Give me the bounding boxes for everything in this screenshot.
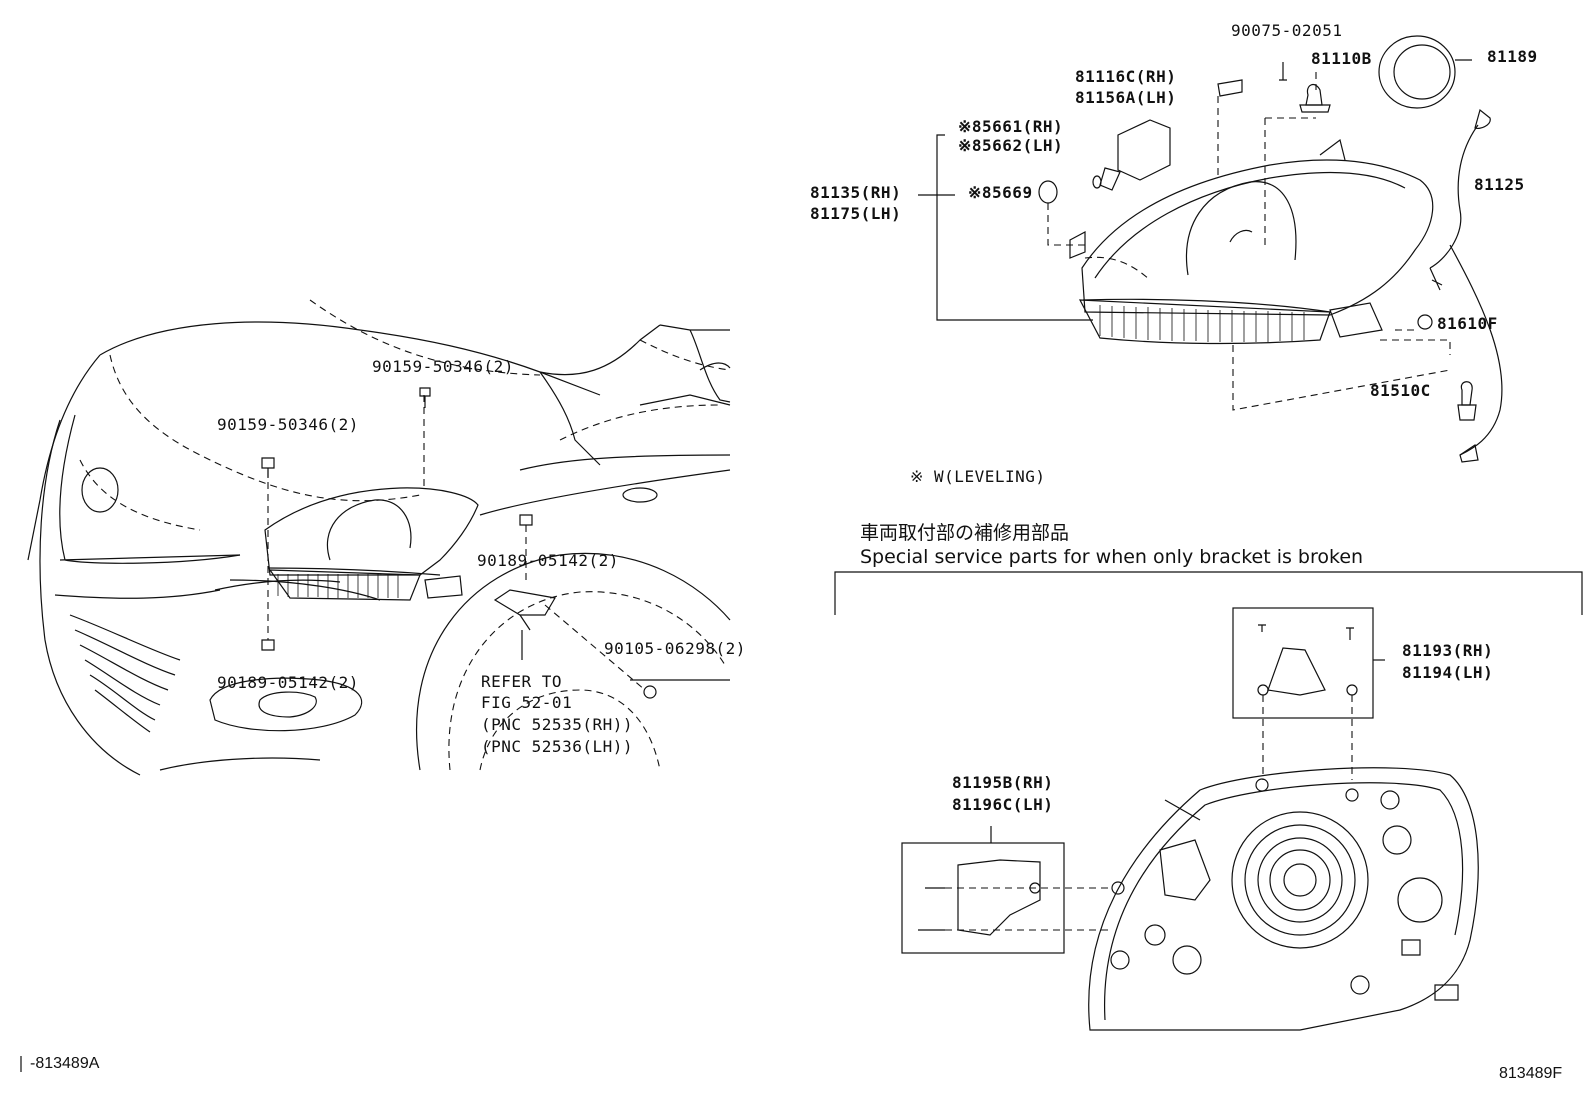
label-81193: 81193(RH) (1402, 641, 1494, 660)
legend-leveling: ※ W(LEVELING) (910, 467, 1046, 486)
figure-id-right: 813489F (1499, 1065, 1563, 1082)
label-81125: 81125 (1474, 175, 1525, 194)
bracket-repair-illustration (834, 571, 1583, 1031)
car-front-illustration (27, 299, 731, 776)
label-81610f: 81610F (1437, 314, 1498, 333)
label-90159-50346-left: 90159-50346(2) (217, 415, 359, 434)
section-title-english: Special service parts for when only brac… (860, 546, 1364, 568)
label-81156a: 81156A(LH) (1075, 88, 1177, 107)
section-title-japanese: 車両取付部の補修用部品 (860, 522, 1070, 544)
label-85662: ※85662(LH) (958, 136, 1064, 155)
label-81196c: 81196C(LH) (952, 795, 1054, 814)
label-90189-05142-bottom: 90189-05142(2) (217, 673, 359, 692)
label-81194: 81194(LH) (1402, 663, 1494, 682)
label-90159-50346-top: 90159-50346(2) (372, 357, 514, 376)
label-90105-06298: 90105-06298(2) (604, 639, 746, 658)
refer-line-1: REFER TO (481, 672, 563, 691)
headlamp-assembly-illustration (918, 35, 1503, 463)
label-90189-05142-right: 90189-05142(2) (477, 551, 619, 570)
label-85661: ※85661(RH) (958, 117, 1064, 136)
label-81110b: 81110B (1311, 49, 1372, 68)
figure-id-left: -813489A (30, 1055, 100, 1072)
refer-line-4: (PNC 52536(LH)) (481, 737, 633, 756)
label-81135: 81135(RH) (810, 183, 902, 202)
label-81189: 81189 (1487, 47, 1538, 66)
label-85669: ※85669 (968, 183, 1033, 202)
label-81175: 81175(LH) (810, 204, 902, 223)
label-81510c: 81510C (1370, 381, 1431, 400)
label-90075-02051: 90075-02051 (1231, 21, 1343, 40)
label-81195b: 81195B(RH) (952, 773, 1054, 792)
refer-line-2: FIG 52-01 (481, 693, 573, 712)
refer-line-3: (PNC 52535(RH)) (481, 715, 633, 734)
label-81116c: 81116C(RH) (1075, 67, 1177, 86)
